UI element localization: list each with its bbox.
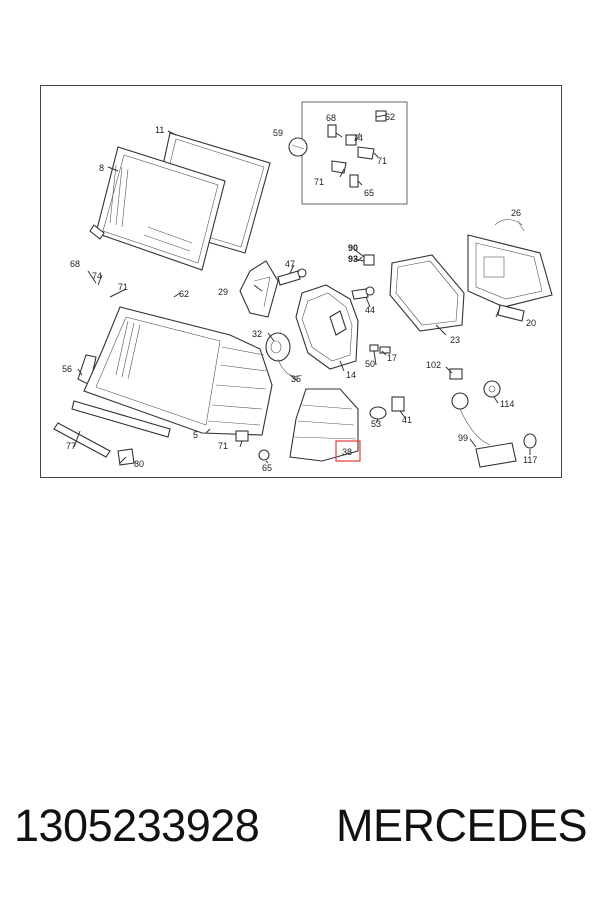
label-41[interactable]: 41	[402, 415, 412, 425]
part-20-reflector-housing[interactable]	[467, 234, 553, 322]
label-32[interactable]: 32	[252, 329, 262, 339]
part-26-wire[interactable]	[494, 219, 525, 232]
label-23[interactable]: 23	[450, 335, 460, 345]
label-77[interactable]: 77	[66, 441, 76, 451]
label-26[interactable]: 26	[511, 208, 521, 218]
label-29[interactable]: 29	[218, 287, 228, 297]
part-53-bulb[interactable]	[369, 406, 387, 420]
footer: 1305233928 MERCEDES	[0, 800, 600, 860]
part-102-socket[interactable]	[449, 368, 491, 446]
part-65-screw[interactable]	[258, 449, 270, 461]
part-32-cap[interactable]	[265, 332, 303, 377]
label-74[interactable]: 74	[92, 271, 102, 281]
part-117-bulb[interactable]	[523, 433, 537, 449]
leader-lines	[73, 130, 531, 464]
label-53[interactable]: 53	[371, 419, 381, 429]
part-44-bulb[interactable]	[351, 286, 375, 300]
brand-name: MERCEDES	[336, 800, 588, 851]
label-5[interactable]: 5	[193, 430, 198, 440]
label-56[interactable]: 56	[62, 364, 72, 374]
label-71[interactable]: 71	[118, 282, 128, 292]
part-71-clip[interactable]	[235, 430, 249, 442]
label-59[interactable]: 59	[273, 128, 283, 138]
label-65[interactable]: 65	[262, 463, 272, 473]
part-50-bulb[interactable]	[369, 344, 379, 352]
part-17-bulb[interactable]	[379, 346, 391, 354]
label-8[interactable]: 8	[99, 163, 104, 173]
part-47-bulb[interactable]	[277, 268, 307, 286]
label-17[interactable]: 17	[387, 353, 397, 363]
label-62-kit[interactable]: 62	[385, 112, 395, 122]
part-99-side-marker[interactable]	[475, 442, 517, 468]
label-35[interactable]: 35	[291, 374, 301, 384]
label-62[interactable]: 62	[179, 289, 189, 299]
label-50[interactable]: 50	[365, 359, 375, 369]
label-117[interactable]: 117	[523, 455, 537, 465]
part-38-indicator-lens[interactable]	[289, 388, 359, 462]
part-5-headlamp-assembly[interactable]	[71, 306, 273, 438]
label-47[interactable]: 47	[285, 259, 295, 269]
part-114-grommet[interactable]	[483, 380, 501, 398]
label-65-kit[interactable]: 65	[364, 188, 374, 198]
highlight-box-38	[335, 440, 361, 462]
label-68[interactable]: 68	[70, 259, 80, 269]
parts-diagram: 11 8 59 68 74 62 71 71 65 26 90 93 47 68…	[40, 85, 562, 478]
label-20[interactable]: 20	[526, 318, 536, 328]
part-number: 1305233928	[14, 800, 260, 851]
part-8-headlamp-lens[interactable]	[89, 146, 226, 271]
label-74-kit[interactable]: 74	[353, 133, 363, 143]
label-44[interactable]: 44	[365, 305, 375, 315]
label-68-kit[interactable]: 68	[326, 113, 336, 123]
label-90[interactable]: 90	[348, 243, 358, 253]
label-114[interactable]: 114	[500, 399, 514, 409]
label-14[interactable]: 14	[346, 370, 356, 380]
label-71-bottom[interactable]: 71	[218, 441, 228, 451]
part-14-headlamp-housing[interactable]	[295, 284, 359, 370]
part-23-lens[interactable]	[389, 254, 465, 332]
part-41-socket[interactable]	[391, 396, 405, 412]
fastener-kit-box	[288, 101, 408, 205]
part-77-strip[interactable]	[53, 422, 111, 458]
label-71-kit-right[interactable]: 71	[377, 156, 387, 166]
label-71-kit-left[interactable]: 71	[314, 177, 324, 187]
label-93[interactable]: 93	[348, 254, 358, 264]
label-80[interactable]: 80	[134, 459, 144, 469]
label-99[interactable]: 99	[458, 433, 468, 443]
label-38[interactable]: 38	[342, 447, 352, 457]
label-11[interactable]: 11	[155, 125, 164, 135]
label-102[interactable]: 102	[426, 360, 441, 370]
